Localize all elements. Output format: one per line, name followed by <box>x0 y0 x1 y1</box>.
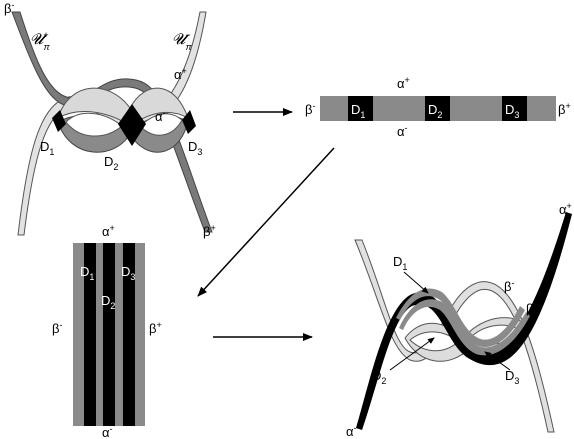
panel-3-vertical: D1 D2 D3 α+ α- β- β+ <box>52 223 162 439</box>
p3-d2-band <box>103 243 115 426</box>
p1-d2: D2 <box>104 154 118 172</box>
p3-alpha-minus: α- <box>102 424 113 439</box>
p2-alpha-minus: α- <box>397 123 408 139</box>
p3-d2: D2 <box>101 293 115 311</box>
p4-beta-plus: β+ <box>526 300 539 316</box>
p4-d3-leader <box>484 351 511 371</box>
p3-d1-band <box>84 243 96 426</box>
p3-alpha-plus: α+ <box>102 223 115 239</box>
p4-d3: D3 <box>505 368 519 386</box>
p2-alpha-plus: α+ <box>397 75 410 91</box>
p1-beta-minus: β- <box>4 0 14 16</box>
p1-d3: D3 <box>188 139 202 157</box>
p1-alpha-plus: α+ <box>174 66 187 82</box>
upper-lens-light <box>57 87 189 127</box>
d2-region <box>118 104 146 146</box>
p3-beta-plus: β+ <box>149 320 162 336</box>
panel-2-strip: D1 D2 D3 α+ α- β- β+ <box>305 75 571 139</box>
p4-d2-leader <box>389 337 435 371</box>
p3-d3: D3 <box>121 264 135 282</box>
p4-alpha-minus: α- <box>346 423 357 439</box>
p4-alpha-plus: α+ <box>559 201 572 217</box>
p2-d2-box <box>425 96 450 121</box>
p2-d2: D2 <box>428 102 442 120</box>
p4-beta-minus: β- <box>504 278 514 294</box>
p4-d1-leader <box>403 271 429 294</box>
panel-4-image: α+ α- β- β+ D1 D2 D3 <box>346 201 572 439</box>
p2-d1-box <box>348 96 373 121</box>
p1-beta-plus: β+ <box>203 223 216 239</box>
p3-d1: D1 <box>80 264 94 282</box>
p4-d2: D2 <box>372 368 386 386</box>
p1-alpha-minus: α- <box>155 108 166 124</box>
p4-d1: D1 <box>393 254 407 272</box>
p2-d3-box <box>502 96 527 121</box>
d1-region <box>52 110 66 132</box>
p4-inner-band-2 <box>399 299 530 356</box>
p4-light-strip <box>354 239 555 433</box>
p1-d1: D1 <box>40 139 54 157</box>
p2-beta-plus: β+ <box>558 101 571 117</box>
p3-d3-band <box>123 243 135 426</box>
p1-u-plus: 𝓤+π <box>30 30 51 52</box>
arrow-2-to-3 <box>197 147 335 297</box>
d3-region <box>182 110 196 134</box>
panel-1-horseshoe: β- 𝓤+π 𝓤−π α+ α- D1 D2 D3 β+ <box>4 0 216 239</box>
p3-beta-minus: β- <box>52 320 62 336</box>
p2-beta-minus: β- <box>305 101 315 117</box>
p2-d1: D1 <box>351 102 365 120</box>
p2-d3: D3 <box>505 102 519 120</box>
p4-main-band <box>356 212 572 430</box>
p1-u-minus: 𝓤−π <box>172 30 193 52</box>
